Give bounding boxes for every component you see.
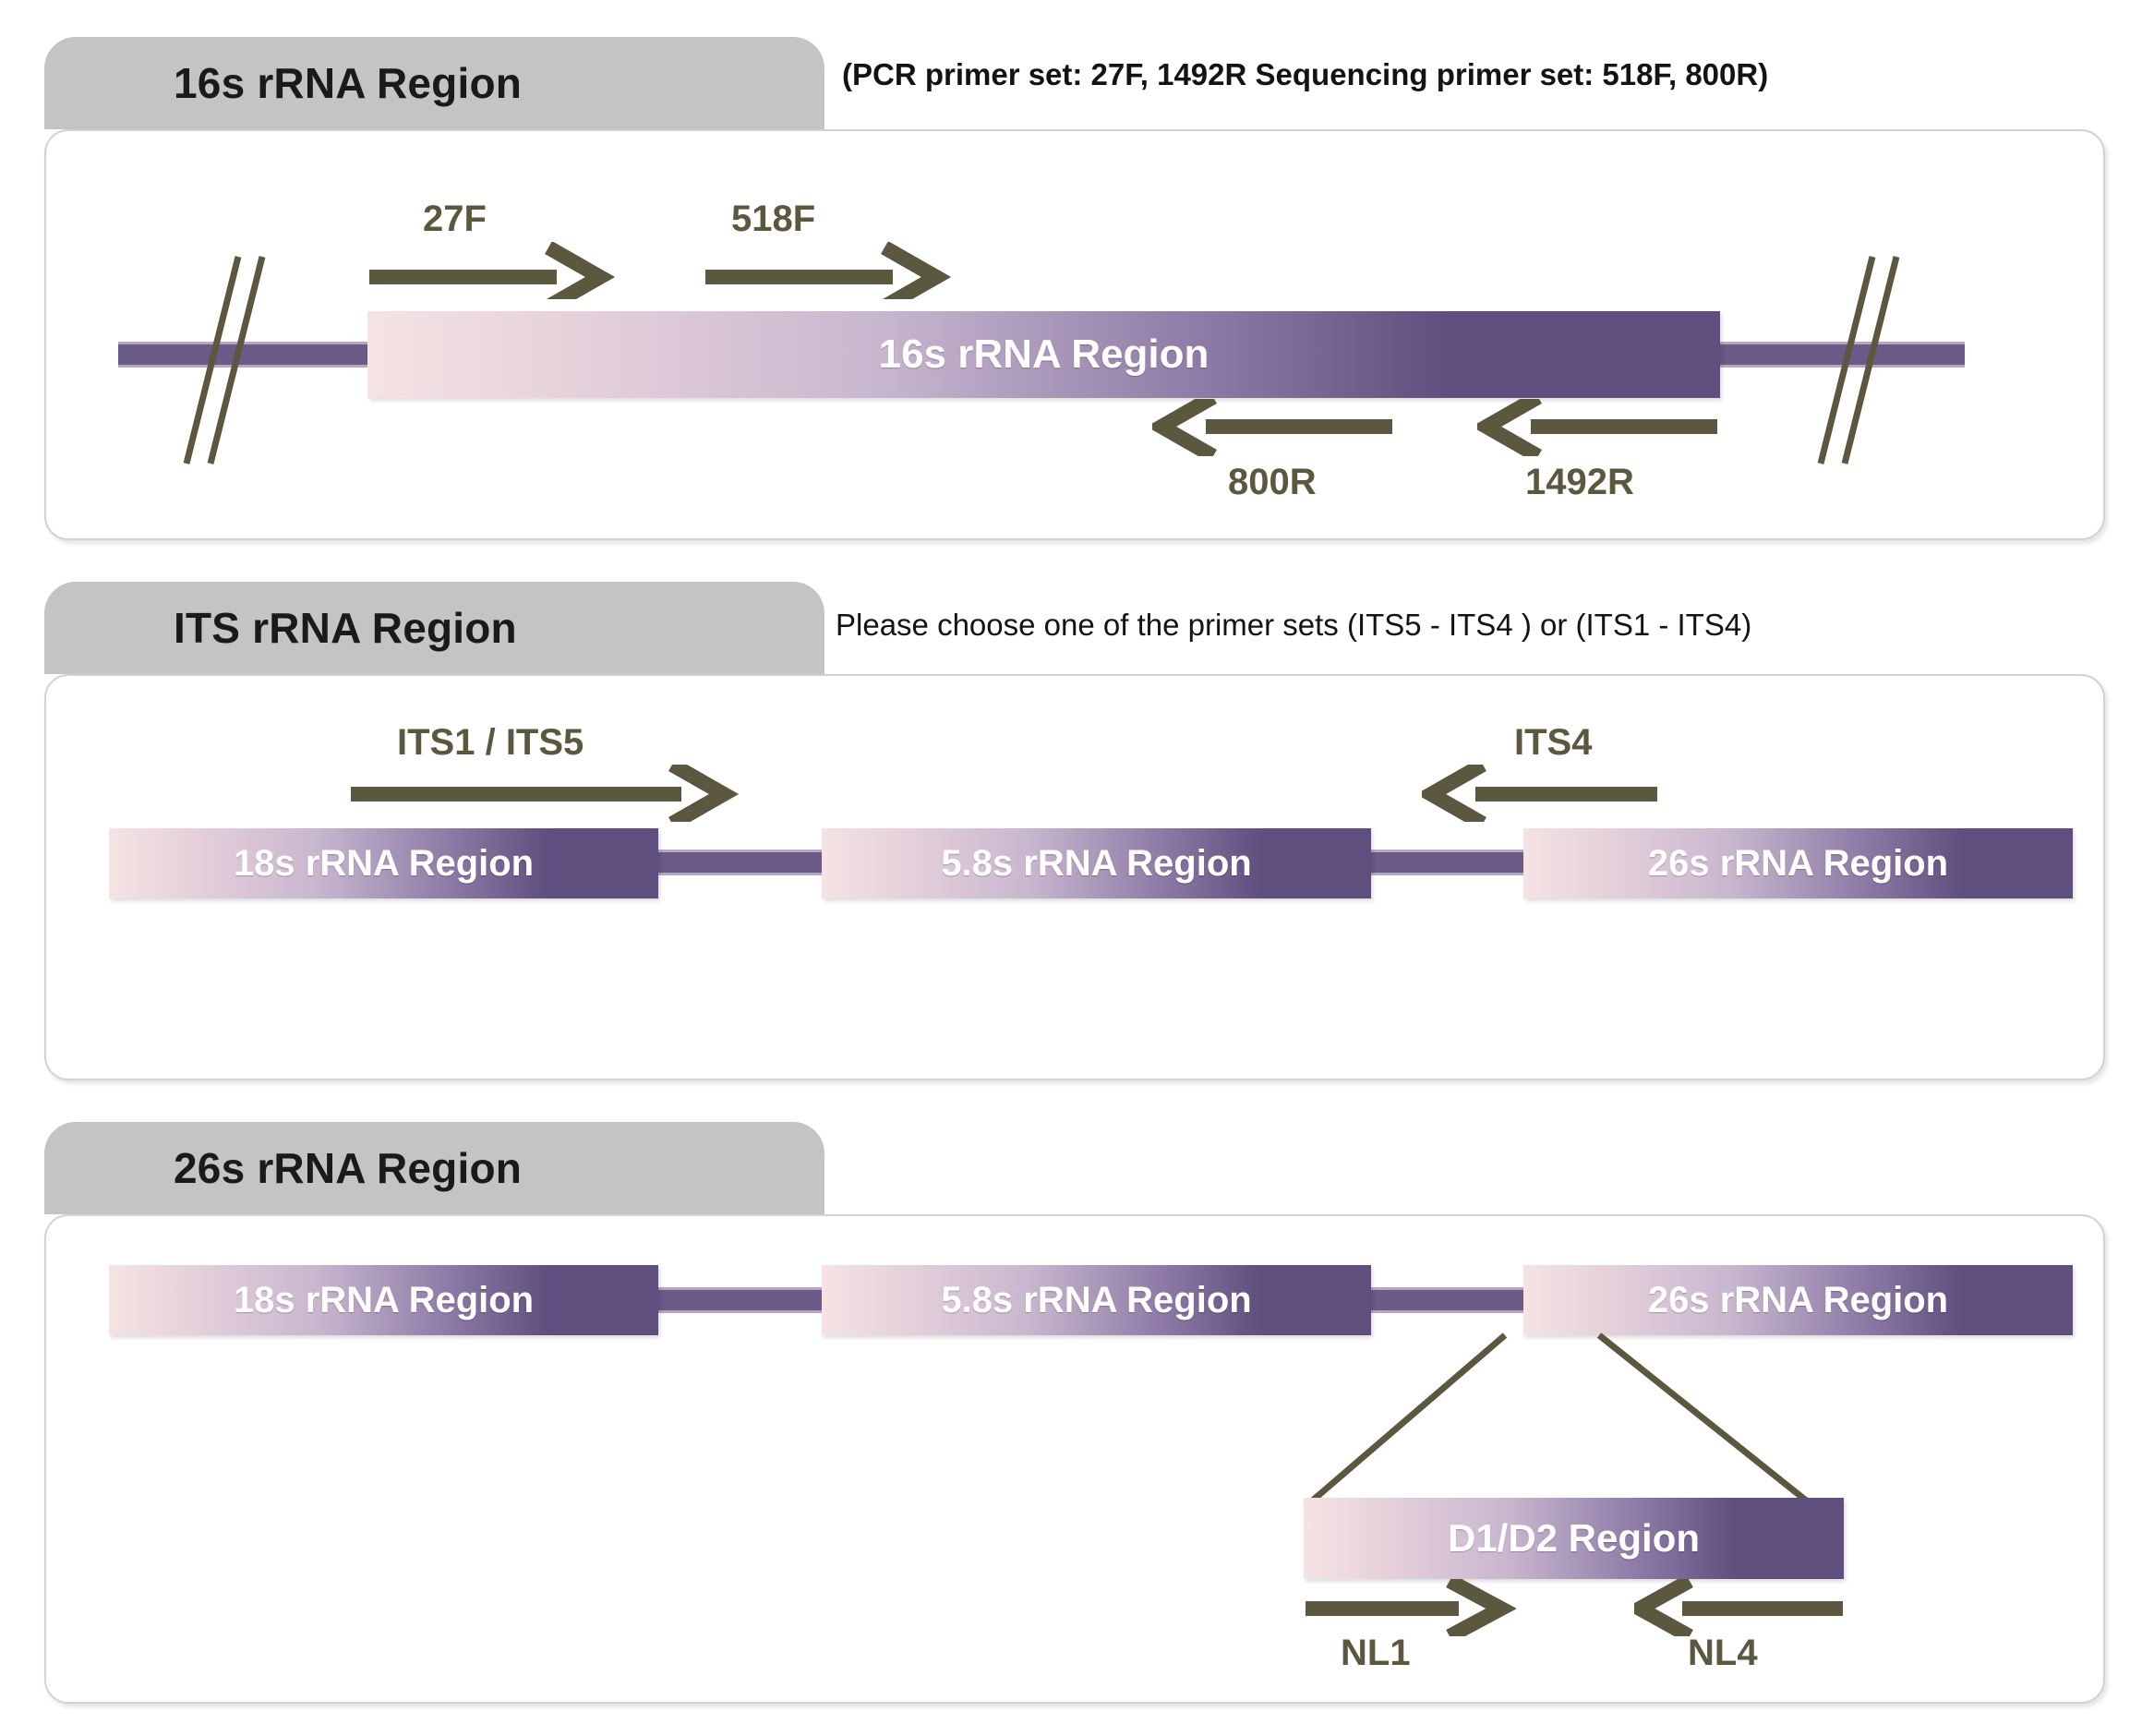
primer-arrow-518f: [704, 241, 953, 313]
gene-bar-d1d2-region: D1/D2 Region: [1304, 1498, 1844, 1579]
gene-bar-its-18s: 18s rRNA Region: [109, 828, 658, 898]
gene-bar-its-26s-label: 26s rRNA Region: [1647, 842, 1949, 884]
primer-arrow-1492r-label: 1492R: [1525, 462, 1634, 502]
its-connector-18s-58s: [637, 850, 840, 875]
primer-arrow-nl4: [1624, 1574, 1847, 1643]
primer-arrow-nl1: [1304, 1573, 1517, 1644]
gene-bar-its-58s-label: 5.8s rRNA Region: [941, 842, 1252, 884]
panel-its-tab-label: ITS rRNA Region: [174, 604, 517, 652]
gene-bar-16s-region-label: 16s rRNA Region: [878, 332, 1209, 377]
primer-arrow-its4-label: ITS4: [1514, 722, 1593, 763]
gene-bar-its-26s: 26s rRNA Region: [1523, 828, 2073, 898]
panel-16s-note: (PCR primer set: 27F, 1492R Sequencing p…: [842, 57, 1769, 91]
panel-26s-tab-label: 26s rRNA Region: [174, 1144, 523, 1192]
gene-bar-26s-panel-58s: 5.8s rRNA Region: [822, 1265, 1371, 1335]
panel-its-note: Please choose one of the primer sets (IT…: [836, 608, 1752, 642]
panel-16s-tab[interactable]: 16s rRNA Region: [44, 37, 824, 129]
gene-bar-16s-region: 16s rRNA Region: [367, 311, 1720, 398]
primer-arrow-800r-label: 800R: [1228, 462, 1317, 502]
primer-arrow-27f-label: 27F: [423, 199, 487, 239]
primer-arrow-800r: [1146, 391, 1402, 463]
primer-arrow-its1-its5: [349, 758, 746, 830]
primer-arrow-nl1-label: NL1: [1341, 1633, 1411, 1673]
primer-arrow-27f: [367, 241, 617, 313]
gene-bar-its-18s-label: 18s rRNA Region: [233, 842, 535, 884]
primer-arrow-518f-label: 518F: [731, 199, 816, 239]
gene-bar-26s-panel-26s-label: 26s rRNA Region: [1647, 1279, 1949, 1320]
break-mark-right-icon: [1817, 256, 1900, 464]
primer-arrow-its1-its5-label: ITS1 / ITS5: [397, 722, 584, 763]
gene-bar-26s-panel-18s: 18s rRNA Region: [109, 1265, 658, 1335]
panel-16s-tab-label: 16s rRNA Region: [174, 59, 523, 107]
gene-bar-26s-panel-58s-label: 5.8s rRNA Region: [941, 1279, 1252, 1320]
primer-arrow-1492r: [1471, 391, 1727, 463]
primer-arrow-nl4-label: NL4: [1688, 1633, 1758, 1673]
break-mark-left-icon: [183, 256, 266, 464]
panel-26s-tab[interactable]: 26s rRNA Region: [44, 1122, 824, 1214]
primer-arrow-its4: [1415, 758, 1671, 830]
gene-bar-26s-panel-18s-label: 18s rRNA Region: [233, 1279, 535, 1320]
gene-bar-d1d2-region-label: D1/D2 Region: [1447, 1516, 1701, 1560]
gene-bar-its-58s: 5.8s rRNA Region: [822, 828, 1371, 898]
panel-its-tab[interactable]: ITS rRNA Region: [44, 582, 824, 674]
d26s-connector-58s-26s: [1339, 1287, 1542, 1313]
leader-lines-d1d2: [1306, 1332, 1812, 1506]
d26s-connector-18s-58s: [637, 1287, 840, 1313]
gene-bar-26s-panel-26s: 26s rRNA Region: [1523, 1265, 2073, 1335]
its-connector-58s-26s: [1339, 850, 1542, 875]
